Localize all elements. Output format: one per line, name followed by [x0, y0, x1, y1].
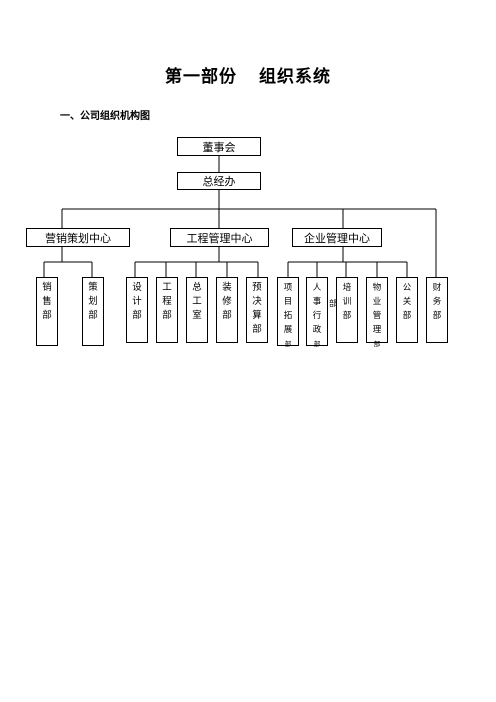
- chief-engineer-office-box: 总工室: [186, 277, 208, 343]
- project-development-dept-label: 项目拓展: [283, 283, 293, 335]
- board-of-directors-box: 董事会: [177, 137, 261, 156]
- section-heading: 一、公司组织机构图: [60, 111, 150, 122]
- engineering-dept-box: 工程部: [156, 277, 178, 343]
- planning-dept-label: 策划部: [88, 282, 98, 321]
- training-dept-label: 培训部: [342, 283, 352, 321]
- property-management-dept-suffix: 部: [373, 340, 381, 348]
- design-dept-label: 设计部: [132, 282, 142, 321]
- decoration-dept-label: 装修部: [222, 282, 232, 321]
- page-title: 第一部份 组织系统: [0, 62, 496, 87]
- public-relations-dept-label: 公关部: [402, 283, 412, 321]
- finance-dept-label: 财务部: [432, 283, 442, 321]
- stray-character: 部: [329, 299, 337, 308]
- general-manager-office-label: 总经办: [202, 175, 236, 188]
- planning-dept-box: 策划部: [82, 277, 104, 346]
- public-relations-dept-box: 公关部: [396, 277, 418, 343]
- budget-dept-box: 预决算部: [246, 277, 268, 343]
- project-development-dept-box: 项目拓展部: [277, 277, 299, 348]
- board-of-directors-label: 董事会: [202, 140, 236, 154]
- page-title-part2: 组织系统: [259, 67, 331, 87]
- engineering-dept-label: 工程部: [162, 282, 172, 321]
- engineering-center-box: 工程管理中心: [170, 228, 269, 247]
- training-dept-box: 培训部: [336, 277, 358, 343]
- chief-engineer-office-label: 总工室: [192, 282, 202, 321]
- design-dept-box: 设计部: [126, 277, 148, 343]
- marketing-center-box: 营销策划中心: [26, 228, 130, 247]
- finance-dept-box: 财务部: [426, 277, 448, 343]
- general-manager-office-box: 总经办: [177, 172, 261, 190]
- project-development-dept-suffix: 部: [284, 340, 292, 348]
- sales-dept-label: 销售部: [42, 282, 52, 321]
- hr-admin-dept-box: 人事行政部: [306, 277, 328, 348]
- budget-dept-label: 预决算部: [252, 282, 262, 335]
- page-title-part1: 第一部份: [165, 67, 237, 87]
- property-management-dept-box: 物业管理部: [366, 277, 388, 348]
- hr-admin-dept-suffix: 部: [313, 340, 321, 348]
- enterprise-center-box: 企业管理中心: [292, 228, 382, 247]
- hr-admin-dept-label: 人事行政: [312, 283, 322, 335]
- property-management-dept-label: 物业管理: [372, 283, 382, 335]
- marketing-center-label: 营销策划中心: [45, 231, 111, 245]
- enterprise-center-label: 企业管理中心: [304, 231, 370, 245]
- sales-dept-box: 销售部: [36, 277, 58, 346]
- decoration-dept-box: 装修部: [216, 277, 238, 343]
- engineering-center-label: 工程管理中心: [186, 231, 253, 245]
